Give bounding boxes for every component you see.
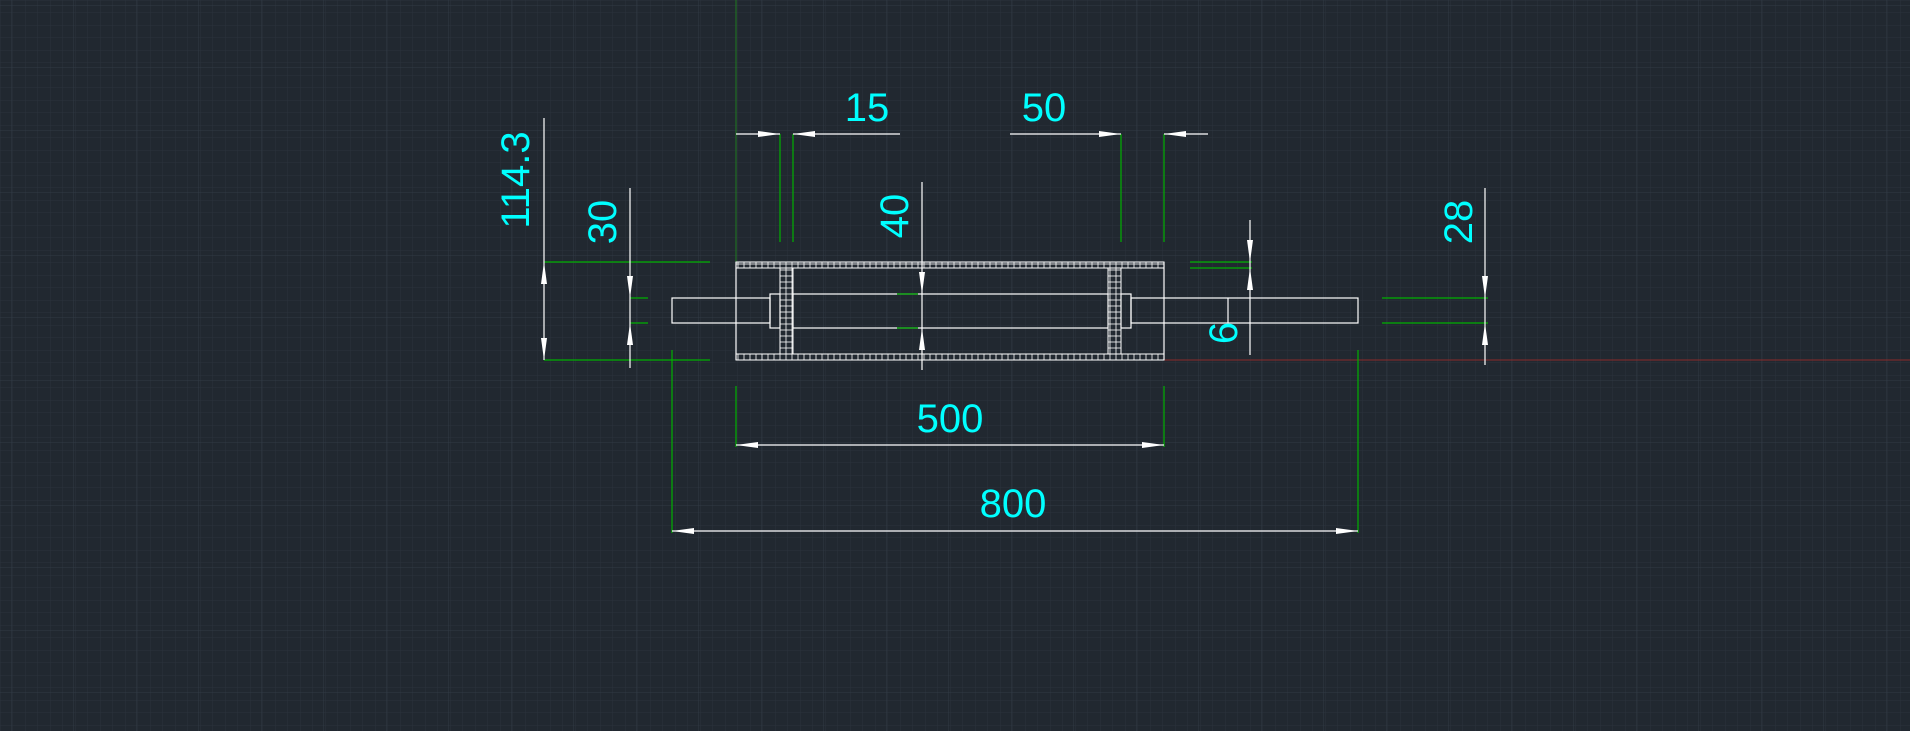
dimension-6[interactable]: 6: [1190, 220, 1253, 355]
dimension-800[interactable]: 800: [671, 350, 1359, 534]
dimension-114-3[interactable]: 114.3: [494, 118, 710, 361]
dimension-28[interactable]: 28: [1382, 188, 1488, 365]
dimension-500[interactable]: 500: [735, 386, 1165, 448]
dim-28-label: 28: [1437, 200, 1481, 245]
dim-15-label: 15: [845, 86, 890, 130]
dimension-50[interactable]: 50: [1010, 86, 1208, 242]
right-end-plate: [1107, 267, 1122, 355]
dim-40-label: 40: [873, 194, 917, 239]
dim-50-label: 50: [1022, 86, 1067, 130]
dimension-15[interactable]: 15: [736, 86, 900, 242]
dim-30-label: 30: [581, 200, 625, 245]
left-shaft-end: [671, 297, 771, 324]
dim-6-label: 6: [1202, 322, 1246, 344]
roller-assembly[interactable]: [671, 261, 1359, 361]
tube-bottom-wall: [735, 353, 1165, 361]
dim-500-label: 500: [917, 397, 984, 441]
right-shaft-end: [1130, 297, 1359, 324]
dim-800-label: 800: [980, 482, 1047, 526]
inner-shaft: [792, 293, 1109, 329]
dimension-40[interactable]: 40: [873, 182, 925, 370]
left-end-plate: [779, 267, 794, 355]
dim-114-3-label: 114.3: [494, 131, 538, 228]
dimension-30[interactable]: 30: [581, 188, 648, 368]
tube-top-wall: [735, 261, 1165, 269]
